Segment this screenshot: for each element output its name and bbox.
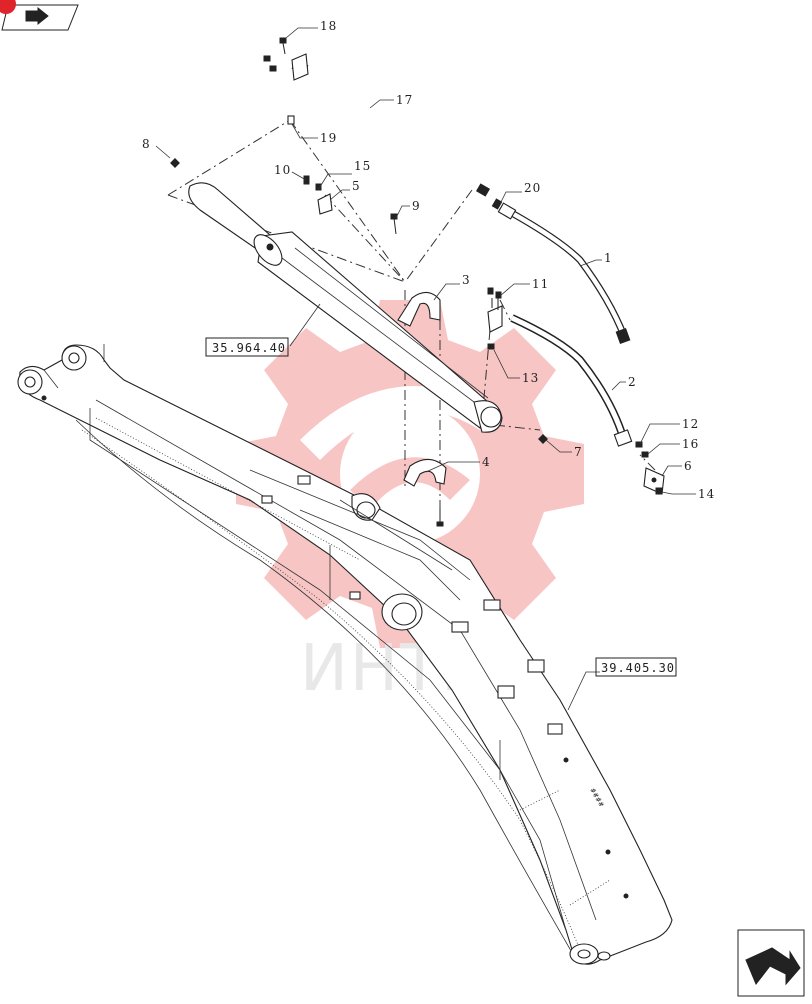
clamp-4 (403, 458, 447, 487)
ref-box-boom[interactable]: 39.405.30 (595, 657, 677, 677)
callout-1: 1 (604, 251, 613, 265)
callout-12: 12 (682, 417, 699, 431)
callout-16: 16 (682, 437, 699, 451)
callout-3: 3 (462, 273, 471, 287)
callout-2: 2 (628, 375, 637, 389)
callout-20: 20 (524, 181, 541, 195)
ref-box-cylinder[interactable]: 35.964.40 (205, 337, 289, 357)
callout-11: 11 (532, 277, 549, 291)
callout-19: 19 (320, 131, 337, 145)
bracket-11 (487, 305, 503, 333)
bracket-upper-tube (291, 53, 309, 81)
callout-14: 14 (698, 487, 715, 501)
clamp-3 (397, 291, 441, 327)
hose-2 (510, 314, 633, 447)
ref-cylinder-text: 35.964.40 (212, 341, 286, 355)
callout-13: 13 (522, 371, 539, 385)
hose-1 (497, 202, 631, 344)
callout-18: 18 (320, 19, 337, 33)
boom-assembly: #### (17, 344, 673, 965)
callout-17: 17 (396, 93, 413, 107)
leader-lines (155, 27, 696, 711)
hydraulic-cylinder (188, 182, 503, 433)
nav-arrow-icon[interactable] (0, 0, 79, 31)
callout-6: 6 (684, 459, 693, 473)
callout-9: 9 (412, 199, 421, 213)
fasteners (170, 37, 663, 527)
callout-7: 7 (574, 445, 583, 459)
bracket-5 (317, 193, 333, 215)
callout-8: 8 (142, 137, 151, 151)
next-page-arrow-icon[interactable] (737, 929, 805, 997)
callout-15: 15 (354, 159, 371, 173)
callout-labels: 18 17 19 8 10 15 5 20 9 1 3 11 2 13 12 1… (142, 19, 715, 501)
callout-4: 4 (482, 455, 491, 469)
ref-boom-text: 39.405.30 (601, 661, 675, 675)
callout-10: 10 (274, 163, 291, 177)
callout-5: 5 (352, 179, 361, 193)
tube-17 (291, 58, 491, 197)
